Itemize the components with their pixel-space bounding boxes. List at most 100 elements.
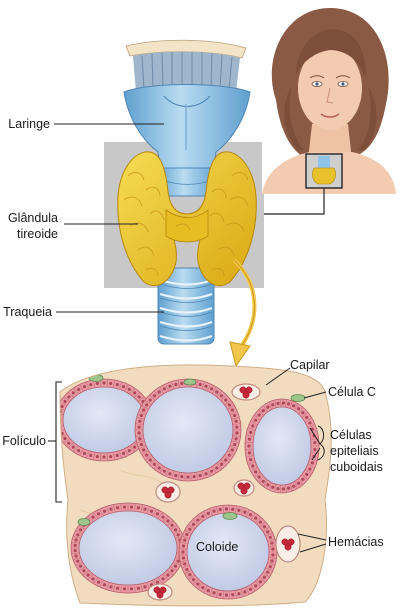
cell-nucleus (123, 587, 126, 590)
cell-nucleus (63, 437, 66, 440)
cell-nucleus (166, 519, 169, 522)
cell-nucleus (301, 478, 304, 481)
cell-nucleus (305, 416, 308, 419)
cell-nucleus (153, 463, 156, 466)
cell-nucleus (174, 565, 177, 568)
cell-nucleus (210, 387, 213, 390)
cell-nucleus (63, 400, 66, 403)
cell-nucleus (72, 391, 75, 394)
cell-nucleus (199, 383, 202, 386)
cell-nucleus (276, 487, 279, 490)
cell-nucleus (103, 510, 106, 513)
cell-nucleus (87, 573, 90, 576)
cell-nucleus (254, 419, 257, 422)
cell-nucleus (308, 421, 311, 424)
cell-nucleus (123, 505, 126, 508)
cell-nucleus (254, 470, 257, 473)
cell-nucleus (116, 383, 119, 386)
cell-nucleus (140, 414, 143, 417)
follicle-tissue (55, 360, 335, 608)
cell-nucleus (89, 454, 92, 457)
cell-nucleus (150, 510, 153, 513)
cell-nucleus (174, 474, 177, 477)
cell-nucleus (143, 508, 146, 511)
cell-nucleus (201, 586, 204, 589)
cell-nucleus (128, 449, 131, 452)
cell-nucleus (130, 587, 133, 590)
cell-nucleus (182, 556, 185, 559)
cell-nucleus (266, 571, 269, 574)
cell-nucleus (287, 487, 290, 490)
cell-nucleus (163, 387, 166, 390)
follicle-colloid (253, 407, 311, 485)
cell-nucleus (243, 511, 246, 514)
cell-nucleus (251, 424, 254, 427)
cell-nucleus (271, 553, 274, 556)
cell-nucleus (262, 409, 265, 412)
cell-nucleus (193, 475, 196, 478)
red-blood-cell (241, 488, 247, 494)
cell-nucleus (180, 475, 183, 478)
cell-nucleus (186, 475, 189, 478)
thyroid-label-line2: tireoide (0, 227, 58, 241)
cell-nucleus (235, 437, 238, 440)
cell-nucleus (76, 533, 79, 536)
epithelial-label-line3: cuboidais (330, 460, 383, 474)
cell-nucleus (233, 414, 236, 417)
cell-nucleus (158, 390, 161, 393)
cell-nucleus (79, 528, 82, 531)
cell-nucleus (116, 454, 119, 457)
cell-nucleus (231, 508, 234, 511)
cell-nucleus (249, 431, 252, 434)
cell-nucleus (128, 388, 131, 391)
woman-portrait (262, 6, 396, 194)
cell-nucleus (224, 458, 227, 461)
cell-nucleus (83, 452, 86, 455)
cell-nucleus (74, 549, 77, 552)
cell-nucleus (116, 587, 119, 590)
cell-nucleus (122, 385, 125, 388)
cell-nucleus (248, 451, 251, 454)
cell-nucleus (207, 589, 210, 592)
cell-nucleus (156, 512, 159, 515)
cell-nucleus (235, 420, 238, 423)
cell-nucleus (185, 533, 188, 536)
cell-nucleus (308, 467, 311, 470)
cell-nucleus (199, 474, 202, 477)
cell-nucleus (259, 521, 262, 524)
cell-nucleus (109, 508, 112, 511)
cell-nucleus (77, 388, 80, 391)
cell-nucleus (102, 455, 105, 458)
cell-nucleus (224, 398, 227, 401)
cell-nucleus (182, 544, 185, 547)
cell-nucleus (225, 507, 228, 510)
cell-nucleus (174, 528, 177, 531)
cell-nucleus (183, 562, 186, 565)
cell-nucleus (225, 593, 228, 596)
cell-nucleus (231, 408, 234, 411)
cell-nucleus (266, 483, 269, 486)
cell-nucleus (311, 461, 314, 464)
cell-nucleus (183, 539, 186, 542)
cell-nucleus (276, 402, 279, 405)
cell-nucleus (96, 382, 99, 385)
cell-nucleus (235, 431, 238, 434)
c-cell-label: Célula C (328, 385, 376, 399)
larynx-label: Laringe (0, 117, 50, 131)
cell-nucleus (170, 524, 173, 527)
cell-nucleus (180, 382, 183, 385)
cell-nucleus (161, 577, 164, 580)
cell-nucleus (177, 533, 180, 536)
cell-nucleus (133, 391, 136, 394)
cell-nucleus (145, 403, 148, 406)
cell-nucleus (248, 438, 251, 441)
cell-nucleus (266, 530, 269, 533)
cell-nucleus (149, 398, 152, 401)
cell-nucleus (212, 510, 215, 513)
cell-nucleus (96, 455, 99, 458)
red-cells-label: Hemácias (328, 535, 384, 549)
cell-nucleus (168, 472, 171, 475)
cell-nucleus (137, 425, 140, 428)
cell-nucleus (215, 466, 218, 469)
follicle-label: Folículo (0, 434, 46, 448)
